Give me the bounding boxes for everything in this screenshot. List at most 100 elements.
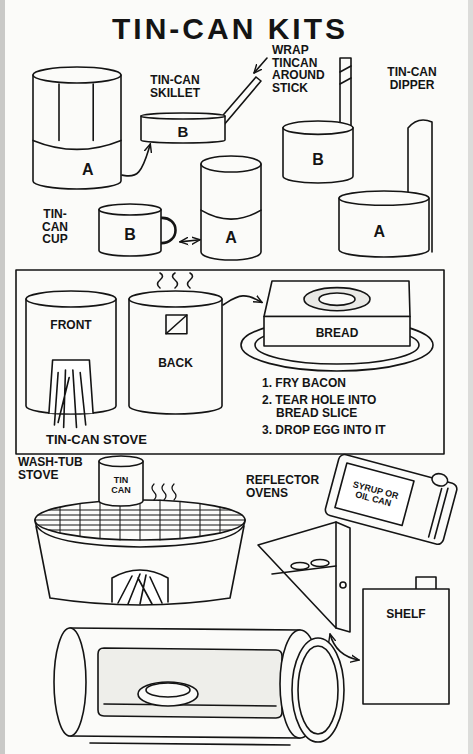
shelf-body	[363, 589, 449, 704]
grill	[35, 500, 245, 540]
cylinder-oven	[70, 628, 300, 738]
skillet: B	[140, 112, 226, 144]
tin-can: TIN CAN	[98, 455, 144, 507]
smoke	[158, 273, 163, 288]
node-text: FRONT	[50, 319, 91, 332]
lid-ring	[298, 646, 338, 734]
can-cap	[431, 472, 450, 488]
node-outline	[128, 290, 223, 415]
stove-can: BACK	[128, 290, 223, 415]
can-body	[324, 453, 458, 545]
can-grooves	[429, 487, 448, 539]
stove-can: FRONT	[25, 290, 117, 415]
node-text: B	[124, 227, 136, 244]
node-outline	[32, 66, 122, 190]
can-body	[26, 299, 116, 414]
biscuit	[138, 682, 198, 706]
connector-arrow	[223, 296, 262, 305]
oven-shelf	[272, 566, 336, 574]
node-outline	[25, 290, 117, 415]
bread-top	[264, 281, 410, 317]
label: TIN-CAN STOVE	[46, 433, 206, 447]
smoke	[188, 273, 193, 288]
oven-back	[336, 522, 350, 632]
node-text: BACK	[158, 356, 193, 369]
reflector-oven	[258, 522, 336, 628]
can-body	[201, 164, 261, 260]
oven-opening	[98, 648, 282, 718]
label: WRAP TINCAN AROUND STICK	[272, 44, 336, 95]
bread-hole	[304, 288, 370, 311]
label: 3. DROP EGG INTO IT	[262, 424, 432, 437]
can-body	[129, 299, 222, 414]
shelf-box: SHELF	[362, 575, 450, 705]
fire-sticks	[118, 574, 162, 604]
can-rim	[141, 113, 225, 119]
node-text: A	[225, 229, 237, 246]
label: WASH-TUB STOVE	[18, 456, 90, 481]
node-outline	[98, 203, 180, 257]
can-rim	[33, 67, 121, 83]
node-text: A	[374, 224, 386, 241]
can-body	[283, 128, 353, 183]
can-body	[339, 198, 429, 257]
cut-lines	[33, 84, 121, 149]
dipper-stick	[340, 58, 351, 126]
can-rim	[99, 456, 143, 466]
smoke-vent	[166, 315, 187, 334]
cut-line	[201, 210, 261, 219]
dipper-can: A	[338, 190, 430, 258]
shelf-tab	[416, 577, 436, 590]
smoke	[173, 273, 178, 288]
can-body	[99, 461, 143, 506]
heat-lines	[152, 484, 176, 500]
bread-side	[264, 317, 410, 347]
oven-floor	[104, 704, 276, 706]
can-rim	[201, 156, 261, 172]
page-edge	[0, 0, 5, 754]
label: TIN-CAN DIPPER	[380, 66, 444, 91]
node-text: B	[178, 124, 189, 140]
cylinder-lid	[292, 638, 344, 742]
can-body	[99, 209, 161, 256]
can-body	[33, 75, 121, 189]
can-rim	[129, 291, 222, 307]
cylinder-end	[54, 628, 86, 736]
connector-arrow	[180, 240, 200, 242]
label: 2. TEAR HOLE INTO BREAD SLICE	[262, 394, 408, 419]
label: REFLECTOR OVENS	[246, 474, 328, 499]
node-text: SHELF	[386, 608, 425, 621]
cylinder-fill	[70, 628, 300, 738]
can-label	[335, 463, 414, 525]
grill-bars	[35, 500, 245, 540]
cup: B	[98, 203, 180, 257]
node-text: TIN CAN	[103, 476, 139, 495]
can-rim	[283, 121, 353, 134]
node-text: B	[312, 151, 324, 168]
oven-clip	[340, 582, 346, 588]
label: 1. FRY BACON	[262, 377, 432, 390]
panel-frame	[16, 270, 444, 454]
ground-line	[90, 743, 290, 745]
stick-wrap	[340, 66, 351, 84]
tin-can: A	[32, 66, 122, 190]
can-rim	[339, 191, 429, 205]
can-body	[141, 116, 225, 143]
bread-slice: BREAD	[262, 278, 412, 348]
fire-sticks	[54, 370, 85, 428]
label: TIN-CAN CUP	[34, 208, 76, 246]
label: TIN-CAN SKILLET	[136, 74, 214, 99]
biscuit-top	[146, 683, 190, 697]
dipper-can: B	[282, 120, 354, 184]
node-text: A	[82, 162, 94, 179]
vent-flap	[166, 315, 187, 334]
node-outline	[362, 575, 450, 705]
biscuit	[311, 560, 329, 567]
tin-can: A	[200, 155, 262, 261]
can-rim	[99, 204, 161, 215]
diagram-title: TIN-CAN KITS	[40, 12, 420, 46]
connector-arrow	[122, 144, 150, 176]
node-text: BREAD	[316, 326, 359, 339]
can-rim	[26, 291, 116, 307]
